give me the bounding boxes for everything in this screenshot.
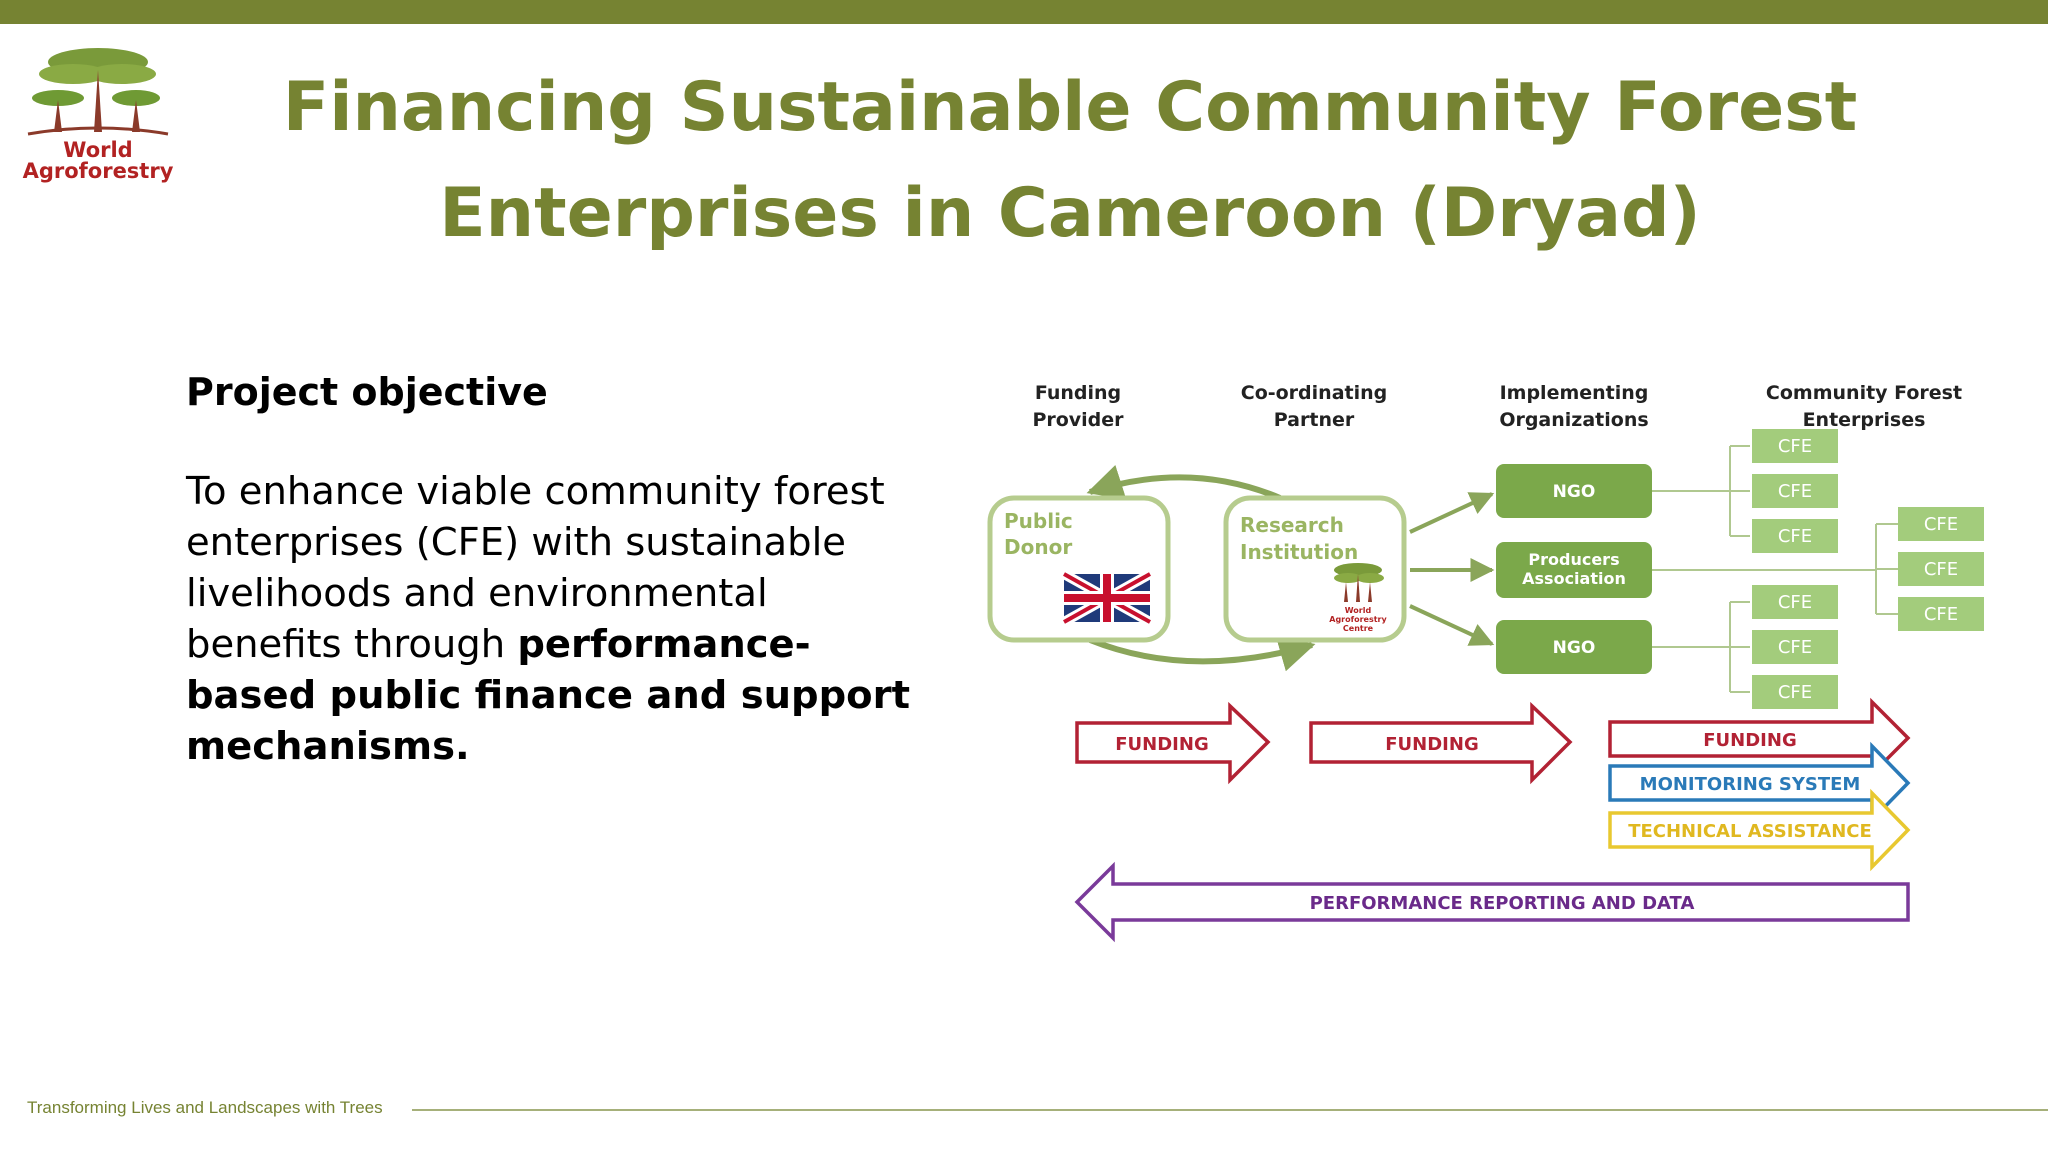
cfe-box xyxy=(1752,474,1838,508)
mini-logo-line1: World xyxy=(1345,606,1372,615)
project-structure-diagram: Funding Provider Co-ordinating Partner I… xyxy=(987,382,1984,943)
header-implementing-orgs-line2: Organizations xyxy=(1499,409,1648,431)
monitoring-system-arrow xyxy=(1608,741,1911,825)
cfe-box xyxy=(1752,519,1838,553)
world-agroforestry-mini-logo-icon: World Agroforestry Centre xyxy=(1329,563,1388,633)
world-agroforestry-logo: World Agroforestry xyxy=(18,36,178,196)
research-institution-box xyxy=(1223,495,1407,643)
performance-reporting-label: PERFORMANCE REPORTING AND DATA xyxy=(1310,893,1695,914)
cfe-box xyxy=(1752,585,1838,619)
tree-logo-icon xyxy=(27,48,169,136)
technical-assistance-label: TECHNICAL ASSISTANCE xyxy=(1628,821,1872,842)
public-donor-line1: Public xyxy=(1004,509,1073,533)
producers-association-line2: Association xyxy=(1522,569,1626,588)
cfe-label: CFE xyxy=(1924,559,1958,580)
producers-association-box xyxy=(1496,542,1652,598)
ngo-top-label: NGO xyxy=(1553,482,1596,502)
cfe-label: CFE xyxy=(1778,481,1812,502)
cfe-label: CFE xyxy=(1924,514,1958,535)
funding-arrow-2 xyxy=(1309,701,1573,785)
header-cfe-line2: Enterprises xyxy=(1803,409,1926,431)
public-donor-line2: Donor xyxy=(1004,535,1072,559)
logo-text-world: World xyxy=(63,138,133,162)
header-cfe-line1: Community Forest xyxy=(1766,382,1962,404)
cfe-group xyxy=(1752,429,1984,709)
page-title: Financing Sustainable Community Forest E… xyxy=(260,55,1880,267)
header-coordinating-partner-line2: Partner xyxy=(1274,409,1355,431)
logo-text-agroforestry: Agroforestry xyxy=(22,159,174,183)
performance-reporting-arrow xyxy=(1074,861,1910,943)
objective-text: To enhance viable community forest enter… xyxy=(186,466,926,772)
cfe-box xyxy=(1752,429,1838,463)
top-bar xyxy=(0,0,2048,24)
funding-label-1: FUNDING xyxy=(1115,734,1208,755)
arrow-to-ngo-bottom xyxy=(1409,604,1495,646)
header-funding-provider-line1: Funding xyxy=(1035,382,1121,404)
ngo-top-box xyxy=(1496,464,1652,518)
funding-label-2: FUNDING xyxy=(1385,734,1478,755)
objective-heading: Project objective xyxy=(186,370,548,414)
cfe-label: CFE xyxy=(1778,682,1812,703)
curve-arrow-top xyxy=(1086,464,1282,501)
objective-text-bold: performance-based public finance and sup… xyxy=(186,622,910,769)
header-implementing-orgs-line1: Implementing xyxy=(1500,382,1649,404)
footer-divider xyxy=(412,1109,2048,1111)
cfe-label: CFE xyxy=(1778,592,1812,613)
cfe-box xyxy=(1752,675,1838,709)
ngo-bottom-box xyxy=(1496,620,1652,674)
header-coordinating-partner-line1: Co-ordinating xyxy=(1241,382,1388,404)
funding-arrow-1 xyxy=(1075,701,1271,785)
funding-label-3: FUNDING xyxy=(1703,730,1796,751)
cfe-box xyxy=(1752,630,1838,664)
cfe-box xyxy=(1898,552,1984,586)
header-funding-provider-line2: Provider xyxy=(1032,409,1124,431)
technical-assistance-arrow xyxy=(1608,788,1911,872)
cfe-label: CFE xyxy=(1924,604,1958,625)
cfe-box xyxy=(1898,507,1984,541)
footer-tagline: Transforming Lives and Landscapes with T… xyxy=(27,1098,383,1117)
arrow-to-ngo-top xyxy=(1409,492,1495,534)
research-institution-line1: Research xyxy=(1240,513,1344,537)
research-institution-line2: Institution xyxy=(1240,540,1358,564)
objective-text-plain: To enhance viable community forest enter… xyxy=(186,469,885,667)
uk-flag-icon xyxy=(1061,569,1153,627)
curve-arrow-bottom xyxy=(1088,636,1316,672)
cfe-box xyxy=(1898,597,1984,631)
monitoring-system-label: MONITORING SYSTEM xyxy=(1640,774,1861,795)
mini-logo-line2: Agroforestry xyxy=(1329,615,1387,624)
title-line-1: Financing Sustainable Community Forest xyxy=(282,68,1858,147)
cfe-label: CFE xyxy=(1778,637,1812,658)
ngo-bottom-label: NGO xyxy=(1553,638,1596,658)
mini-logo-line3: Centre xyxy=(1343,624,1374,633)
producers-association-line1: Producers xyxy=(1528,550,1619,569)
cfe-label: CFE xyxy=(1778,526,1812,547)
cfe-label: CFE xyxy=(1778,436,1812,457)
funding-arrow-3 xyxy=(1608,697,1911,779)
title-line-2: Enterprises in Cameroon (Dryad) xyxy=(439,174,1701,253)
